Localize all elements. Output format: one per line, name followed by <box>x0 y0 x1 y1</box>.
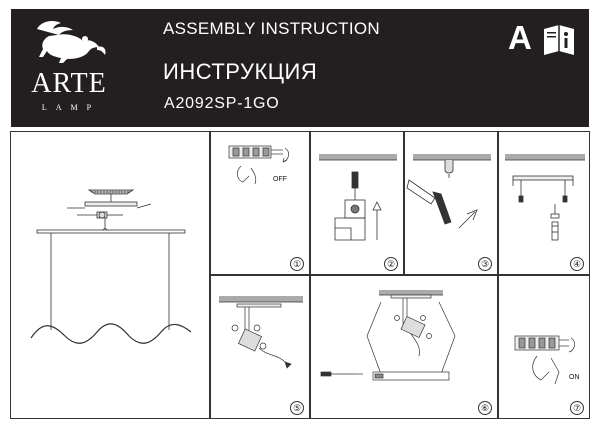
fixture-illustration <box>30 189 192 344</box>
step-6-illustration <box>320 290 456 381</box>
step-7-on-label: ON <box>569 374 580 381</box>
step-7-number: ⑦ <box>570 401 584 415</box>
winged-lion-icon <box>37 21 106 63</box>
step-2-number: ② <box>384 257 398 271</box>
hammer-step-illustration <box>406 154 491 229</box>
brand-name: ARTE <box>31 68 107 99</box>
title-russian: ИНСТРУКЦИЯ <box>163 59 318 84</box>
brand-logo: ARTE LAMP <box>19 17 131 117</box>
step-5-number: ⑤ <box>290 401 304 415</box>
step-1-number: ① <box>290 257 304 271</box>
step-1-off-label: OFF <box>273 176 287 183</box>
instruction-panels: OFF ① ② <box>10 131 590 419</box>
step-6-panel: ⑥ <box>310 275 498 419</box>
brand-subtitle: LAMP <box>41 103 101 112</box>
step-1-illustration <box>228 145 289 185</box>
step-7-illustration <box>514 335 575 385</box>
step-5-illustration <box>219 296 303 369</box>
step-4-number: ④ <box>570 257 584 271</box>
step-5-panel: ⑤ <box>210 275 310 419</box>
header-banner: ARTE LAMP ASSEMBLY INSTRUCTION ИНСТРУКЦИ… <box>11 9 589 127</box>
title-english: ASSEMBLY INSTRUCTION <box>163 19 380 38</box>
fixture-overview-panel <box>10 131 210 419</box>
step-4-illustration <box>505 154 585 241</box>
step-3-number: ③ <box>478 257 492 271</box>
step-6-number: ⑥ <box>478 401 492 415</box>
language-mark: A <box>508 19 532 56</box>
step-3-panel: ③ <box>404 131 498 275</box>
step-2-panel: ② <box>310 131 404 275</box>
info-book-icon <box>544 25 574 55</box>
step-4-panel: ④ <box>498 131 590 275</box>
step-1-panel: OFF ① <box>210 131 310 275</box>
step-7-panel: ON ⑦ <box>498 275 590 419</box>
model-number: A2092SP-1GO <box>164 95 280 112</box>
step-2-illustration <box>319 154 397 241</box>
